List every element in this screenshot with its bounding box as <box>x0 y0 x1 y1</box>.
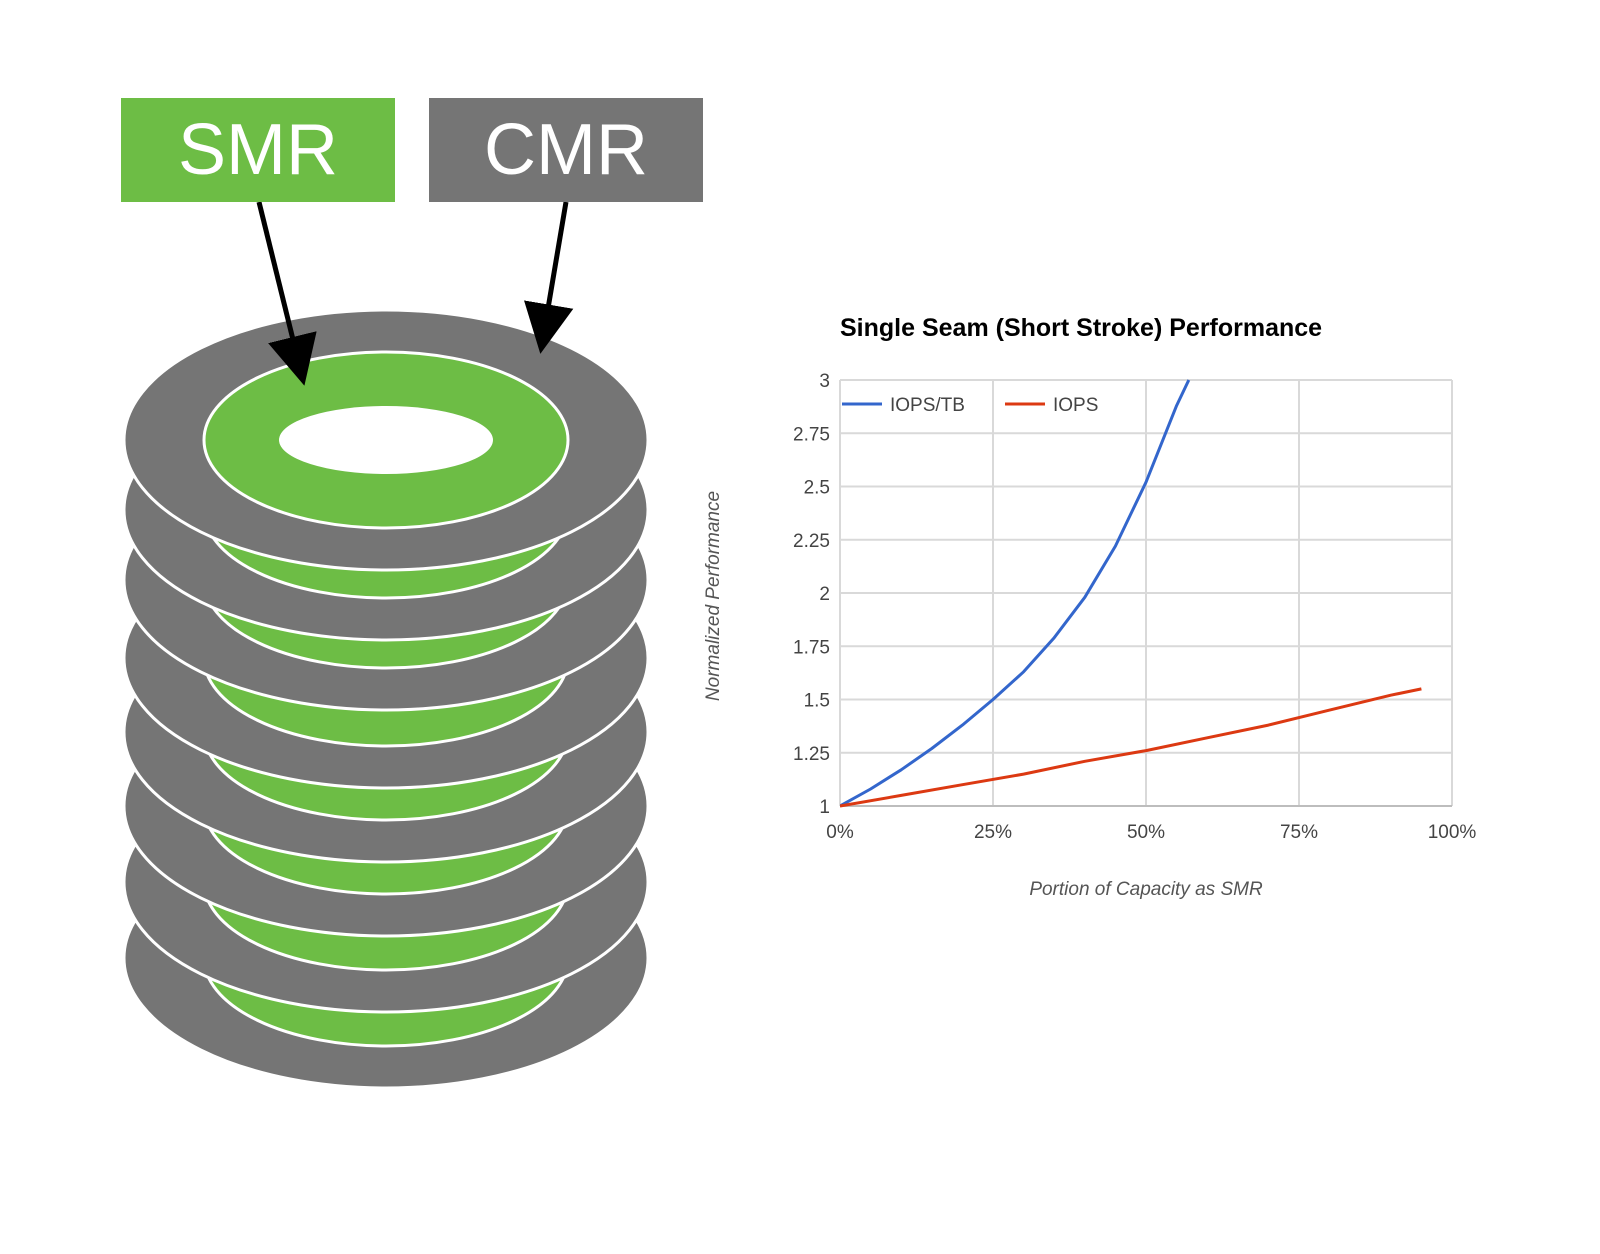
x-tick-label: 0% <box>826 822 854 843</box>
smr-arrow <box>256 201 317 386</box>
series-line <box>840 379 1191 808</box>
y-tick-label: 2.5 <box>804 478 830 499</box>
line-chart: 1 1.25 1.5 1.75 2 2.25 2.5 2.75 3 0% 25% 50% 75% 100%… <box>793 371 1476 843</box>
chart-title: Single Seam (Short Stroke) Performance <box>840 314 1323 342</box>
spindle-hole <box>279 406 493 474</box>
x-tick-label: 100% <box>1428 822 1477 843</box>
x-tick-label: 75% <box>1280 822 1318 843</box>
y-tick-label: 1.75 <box>793 637 830 658</box>
x-tick-label: 25% <box>974 822 1012 843</box>
x-tick-label: 50% <box>1127 822 1165 843</box>
y-axis-label: Normalized Performance <box>703 490 724 702</box>
y-tick-label: 2.25 <box>793 531 830 552</box>
legend-label: IOPS/TB <box>890 395 965 416</box>
y-tick-label: 1 <box>819 797 830 818</box>
smr-label: SMR <box>121 98 395 202</box>
x-axis-label: Portion of Capacity as SMR <box>1029 879 1263 900</box>
cmr-arrow <box>524 201 574 354</box>
y-tick-label: 2.75 <box>793 424 830 445</box>
y-tick-label: 1.25 <box>793 744 830 765</box>
series-line <box>840 687 1422 808</box>
platter-top <box>122 308 650 572</box>
y-tick-label: 2 <box>819 584 830 605</box>
legend-label: IOPS <box>1053 395 1098 416</box>
y-tick-label: 1.5 <box>804 691 830 712</box>
platter-stack <box>122 308 650 1090</box>
cmr-label: CMR <box>429 98 703 202</box>
y-tick-label: 3 <box>819 371 830 392</box>
